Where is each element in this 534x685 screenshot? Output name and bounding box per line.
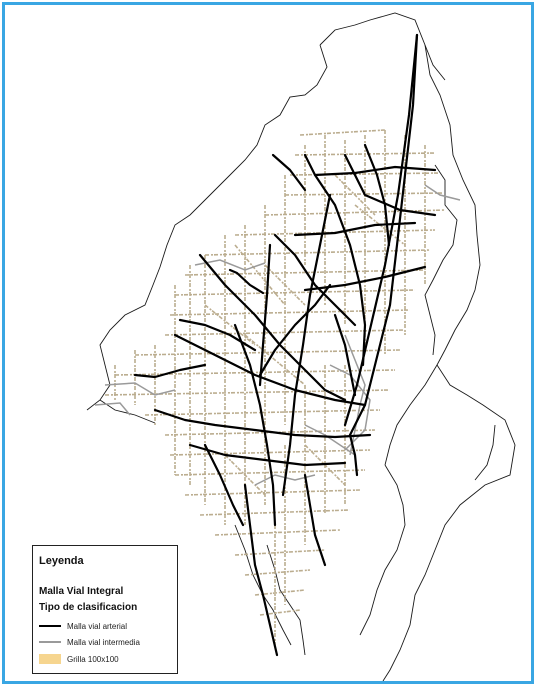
legend-item-intermediate: Malla vial intermedia: [39, 635, 140, 649]
road-network-map[interactable]: [5, 5, 531, 681]
legend-subtitle: Malla Vial Integral: [39, 586, 124, 597]
legend-title: Leyenda: [39, 555, 84, 567]
legend-classification-header: Tipo de clasificacion: [39, 602, 138, 613]
legend-item-label: Malla vial intermedia: [67, 637, 140, 647]
grid-box-swatch: [39, 654, 61, 664]
arterial-line-swatch: [39, 625, 61, 627]
legend-item-label: Malla vial arterial: [67, 621, 128, 631]
legend-item-arterial: Malla vial arterial: [39, 619, 127, 633]
legend-item-label: Grilla 100x100: [67, 654, 119, 664]
intermediate-line-swatch: [39, 641, 61, 643]
map-legend: Leyenda Malla Vial Integral Tipo de clas…: [32, 545, 178, 674]
legend-item-grid: Grilla 100x100: [39, 652, 119, 666]
arterial-roads: [133, 33, 437, 657]
